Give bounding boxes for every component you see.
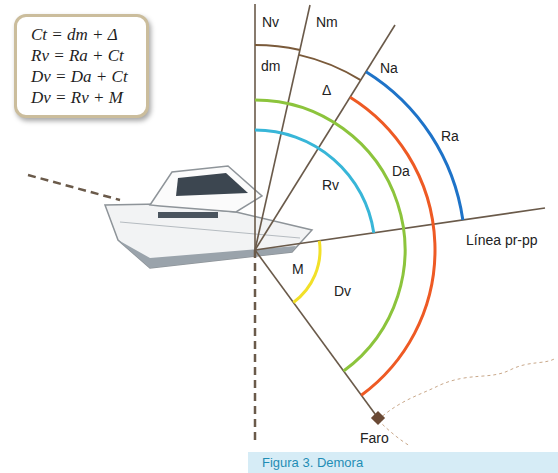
place-label: Faro xyxy=(360,430,389,447)
north-label: Nm xyxy=(316,14,338,31)
compass-north-line xyxy=(255,25,395,250)
true-course-arc xyxy=(255,130,374,233)
angle-label: Dv xyxy=(334,283,351,300)
compass-course-arc xyxy=(366,72,463,220)
figure-caption: Figura 3. Demora xyxy=(262,454,363,471)
line-label: Línea pr-pp xyxy=(466,232,538,249)
compass-bearing-arc xyxy=(350,97,435,395)
angle-label: Ra xyxy=(441,128,459,145)
formula-text: Ct = dm + Δ xyxy=(31,24,132,45)
angle-label: M xyxy=(292,261,304,278)
formula-text: Dv = Rv + M xyxy=(31,87,132,108)
deviation-arc xyxy=(255,45,300,50)
magnetic-north-line xyxy=(255,5,310,250)
angle-label: Δ xyxy=(322,82,331,99)
declination-arc xyxy=(299,55,361,80)
boat-picture xyxy=(105,166,312,268)
coastline xyxy=(378,358,556,420)
north-label: Nv xyxy=(262,14,279,31)
true-bearing-arc xyxy=(255,100,405,371)
north-label: Na xyxy=(380,60,398,77)
formula-box: Ct = dm + ΔRv = Ra + CtDv = Da + CtDv = … xyxy=(14,14,149,118)
angle-label: dm xyxy=(261,58,280,75)
angle-label: Da xyxy=(392,163,410,180)
dashed-line xyxy=(254,250,257,445)
angle-label: Rv xyxy=(322,177,339,194)
true-north-line xyxy=(254,4,256,250)
formula-text: Rv = Ra + Ct xyxy=(31,45,132,66)
dashed-line xyxy=(28,175,120,200)
lighthouse-marker xyxy=(371,411,385,425)
formula-text: Dv = Da + Ct xyxy=(31,66,132,87)
